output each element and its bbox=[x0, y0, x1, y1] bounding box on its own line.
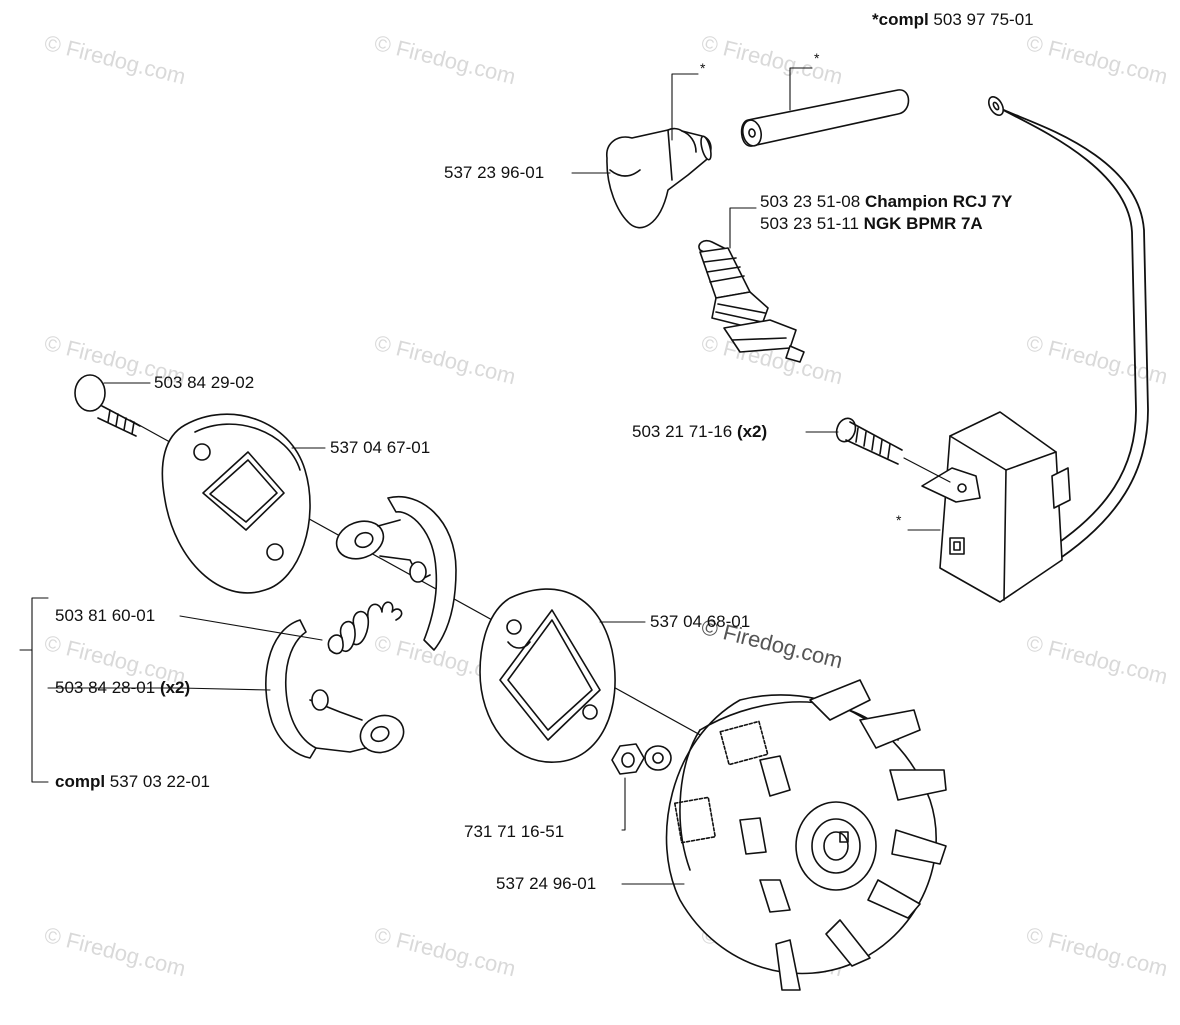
drive-plate bbox=[479, 588, 616, 763]
label-compl-top-prefix: *compl bbox=[872, 10, 929, 29]
label-shoe: 503 84 28-01 (x2) bbox=[55, 678, 190, 698]
asterisk-ignition: * bbox=[896, 512, 902, 528]
ignition-screw bbox=[835, 417, 951, 483]
label-compl-top: *compl 503 97 75-01 bbox=[872, 10, 1034, 30]
spark-plug bbox=[698, 239, 805, 363]
asterisk-boot: * bbox=[700, 60, 706, 76]
bolt bbox=[74, 374, 141, 437]
label-spring: 503 81 60-01 bbox=[55, 606, 156, 625]
asterisk-tube: * bbox=[814, 50, 820, 66]
label-shoe-qty: (x2) bbox=[159, 678, 191, 697]
label-compl-clutch-num: 537 03 22-01 bbox=[109, 772, 210, 791]
label-boot-cap: 537 23 96-01 bbox=[444, 163, 545, 182]
spark-plug-boot bbox=[606, 127, 712, 229]
label-plug-ngk: 503 23 51-11 NGK BPMR 7A bbox=[760, 214, 983, 234]
label-drive-plate: 537 04 68-01 bbox=[650, 612, 751, 631]
label-plug-champion-name: Champion RCJ 7Y bbox=[864, 192, 1013, 211]
label-bolt: 503 84 29-02 bbox=[154, 373, 255, 392]
label-plug-champion: 503 23 51-08 Champion RCJ 7Y bbox=[760, 192, 1012, 212]
cover-plate bbox=[161, 413, 311, 594]
label-nut: 731 71 16-51 bbox=[464, 822, 565, 841]
label-screw-coil-qty: (x2) bbox=[736, 422, 768, 441]
flywheel bbox=[665, 679, 947, 991]
label-flywheel: 537 24 96-01 bbox=[496, 874, 597, 893]
label-compl-clutch: compl 537 03 22-01 bbox=[55, 772, 210, 792]
clutch-shoe-upper bbox=[335, 495, 457, 651]
label-screw-coil: 503 21 71-16 (x2) bbox=[632, 422, 767, 442]
nut-washer bbox=[611, 743, 672, 775]
label-compl-top-num: 503 97 75-01 bbox=[933, 10, 1034, 29]
label-plug-ngk-num: 503 23 51-11 bbox=[760, 214, 859, 233]
label-plug-ngk-name: NGK BPMR 7A bbox=[863, 214, 983, 233]
label-cover-plate: 537 04 67-01 bbox=[330, 438, 431, 457]
hose-tube bbox=[740, 89, 910, 147]
leader-lines bbox=[19, 67, 941, 885]
label-screw-coil-num: 503 21 71-16 bbox=[632, 422, 733, 441]
clutch-spring bbox=[327, 601, 403, 655]
clutch-shoe-lower bbox=[265, 619, 405, 759]
ignition-module bbox=[921, 96, 1149, 603]
label-compl-clutch-prefix: compl bbox=[55, 772, 106, 791]
label-shoe-num: 503 84 28-01 bbox=[55, 678, 156, 697]
label-plug-champion-num: 503 23 51-08 bbox=[760, 192, 861, 211]
